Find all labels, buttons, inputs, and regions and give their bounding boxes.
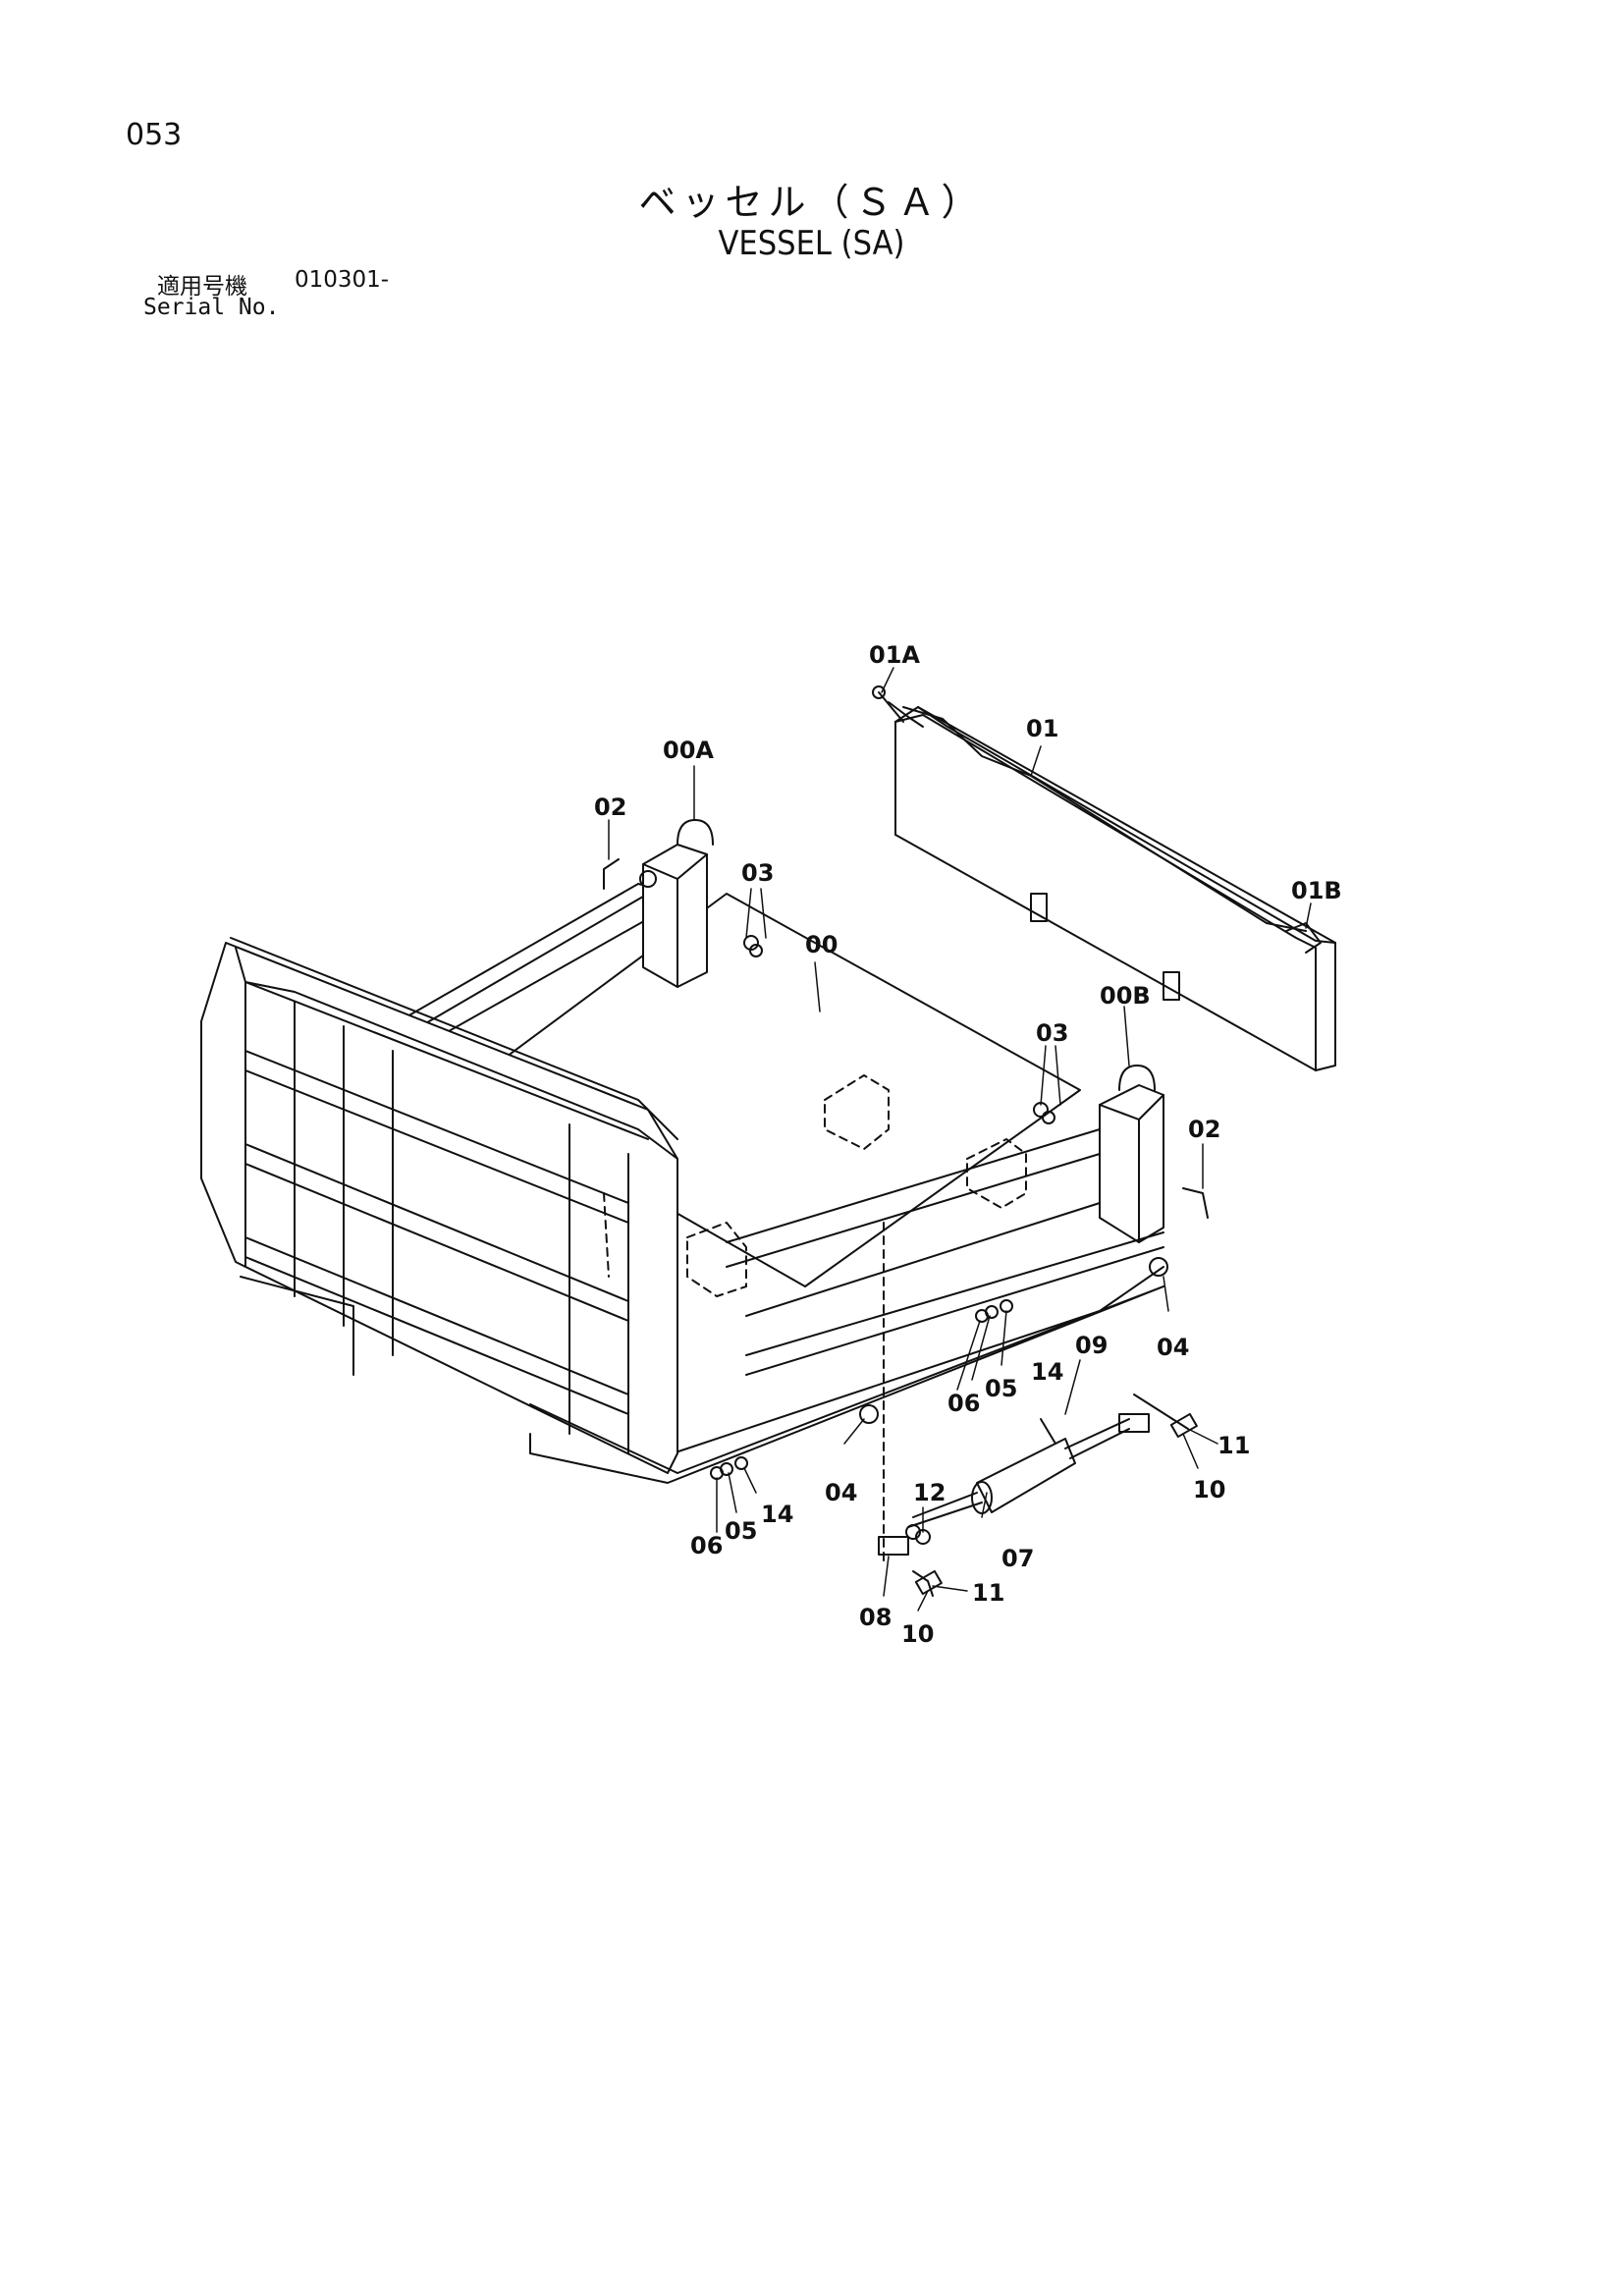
callout-03-lower: 03 — [1036, 1019, 1068, 1047]
callout-02-upper: 02 — [594, 793, 626, 821]
callout-07: 07 — [1001, 1545, 1034, 1572]
callout-01: 01 — [1026, 715, 1058, 742]
callout-10-right: 10 — [1193, 1476, 1225, 1503]
hydraulic-cylinder — [878, 1394, 1189, 1556]
callout-06-right: 06 — [947, 1390, 980, 1417]
callout-02-lower: 02 — [1188, 1116, 1220, 1143]
leader-lines — [608, 667, 1312, 1612]
tailgate-panel — [872, 685, 1336, 1071]
callout-00B: 00B — [1100, 982, 1151, 1010]
page-number: 053 — [126, 118, 183, 152]
callout-14-left: 14 — [761, 1501, 793, 1528]
serial-label-japanese: 適用号機 — [157, 274, 247, 300]
callout-03-upper: 03 — [741, 859, 774, 887]
callout-01A: 01A — [869, 641, 920, 669]
serial-code: 010301- — [295, 267, 390, 293]
callout-00: 00 — [805, 931, 838, 958]
callout-11-right: 11 — [1217, 1432, 1250, 1459]
callout-01B: 01B — [1291, 877, 1342, 904]
callout-labels: 01A 01 00A 02 03 00 01B 00B 03 02 04 09 … — [594, 641, 1342, 1648]
title-japanese: ベッセル（ＳＡ） — [638, 181, 985, 224]
callout-04-left: 04 — [825, 1479, 857, 1506]
callout-09: 09 — [1075, 1332, 1108, 1359]
callout-08: 08 — [859, 1604, 892, 1631]
callout-04-right: 04 — [1157, 1334, 1189, 1361]
callout-05-left: 05 — [725, 1517, 757, 1545]
vessel-body — [200, 819, 1164, 1562]
callout-00A: 00A — [663, 737, 714, 764]
title-english: VESSEL (SA) — [718, 224, 905, 263]
callout-05-right: 05 — [985, 1375, 1017, 1402]
serial-label-english: Serial No. — [143, 295, 280, 320]
callout-14-right: 14 — [1031, 1358, 1063, 1386]
callout-06-left: 06 — [690, 1532, 723, 1559]
callout-12: 12 — [913, 1479, 946, 1506]
callout-10-left: 10 — [901, 1620, 934, 1648]
callout-11-left: 11 — [972, 1579, 1004, 1607]
